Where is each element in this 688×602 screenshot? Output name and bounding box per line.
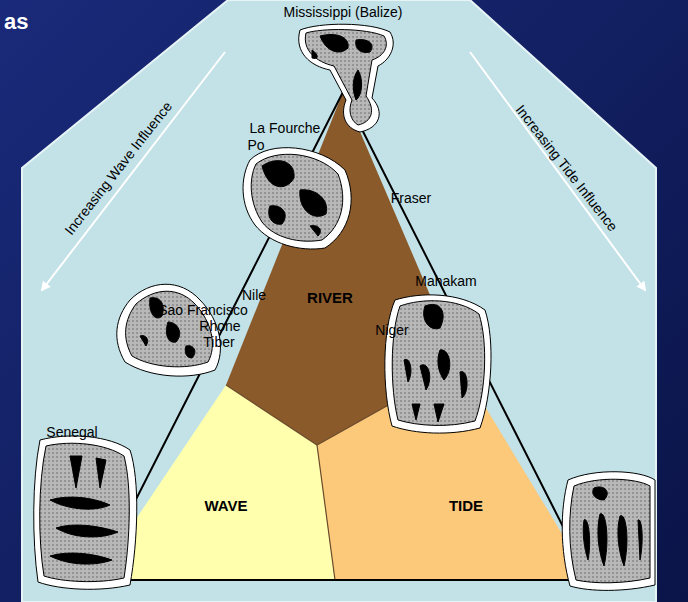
delta-name: Nile: [242, 287, 266, 303]
delta-name: Po: [247, 137, 264, 153]
page-title: as: [4, 10, 28, 34]
region-label: RIVER: [307, 290, 353, 306]
delta-region: RIVER: [307, 290, 353, 306]
delta-region: WAVE: [204, 498, 247, 514]
region-label: TIDE: [449, 498, 483, 514]
delta-name: Rhone: [199, 318, 240, 334]
delta-name: Mahakam: [415, 273, 476, 289]
delta-name: Sao Francisco: [158, 302, 247, 318]
delta-name: Mississippi (Balize): [283, 4, 402, 20]
delta-name: Niger: [375, 322, 408, 338]
region-label: WAVE: [204, 498, 247, 514]
delta-region: TIDE: [449, 498, 483, 514]
delta-name: Tiber: [203, 334, 234, 350]
delta-name: Fraser: [391, 190, 431, 206]
delta-name: Senegal: [46, 424, 97, 440]
delta-name: La Fourche: [250, 120, 321, 136]
